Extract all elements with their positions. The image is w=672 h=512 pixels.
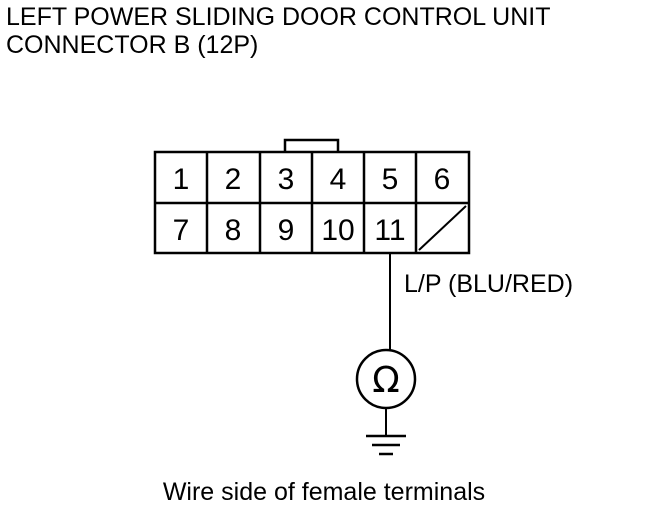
terminal-11: 11 — [374, 214, 405, 247]
terminal-6: 6 — [434, 163, 451, 196]
terminal-1: 1 — [173, 163, 190, 196]
diagram-caption: Wire side of female terminals — [163, 478, 485, 506]
wire-color-label: L/P (BLU/RED) — [404, 270, 573, 298]
ohmmeter-icon: Ω — [355, 348, 417, 410]
page-title-line-2: CONNECTOR B (12P) — [6, 31, 259, 59]
terminal-4: 4 — [330, 163, 347, 196]
terminal-7: 7 — [173, 214, 190, 247]
unused-cavity-slash — [418, 205, 467, 251]
connector-lock-tab — [283, 138, 340, 152]
terminal-10: 10 — [321, 214, 354, 247]
ohm-symbol: Ω — [372, 360, 400, 401]
page-title-line-1: LEFT POWER SLIDING DOOR CONTROL UNIT — [6, 3, 551, 31]
terminal-5: 5 — [382, 163, 399, 196]
terminal-2: 2 — [225, 163, 242, 196]
terminal-3: 3 — [278, 163, 295, 196]
terminal-9: 9 — [278, 214, 295, 247]
ground-icon — [366, 434, 406, 456]
terminal-8: 8 — [225, 214, 242, 247]
